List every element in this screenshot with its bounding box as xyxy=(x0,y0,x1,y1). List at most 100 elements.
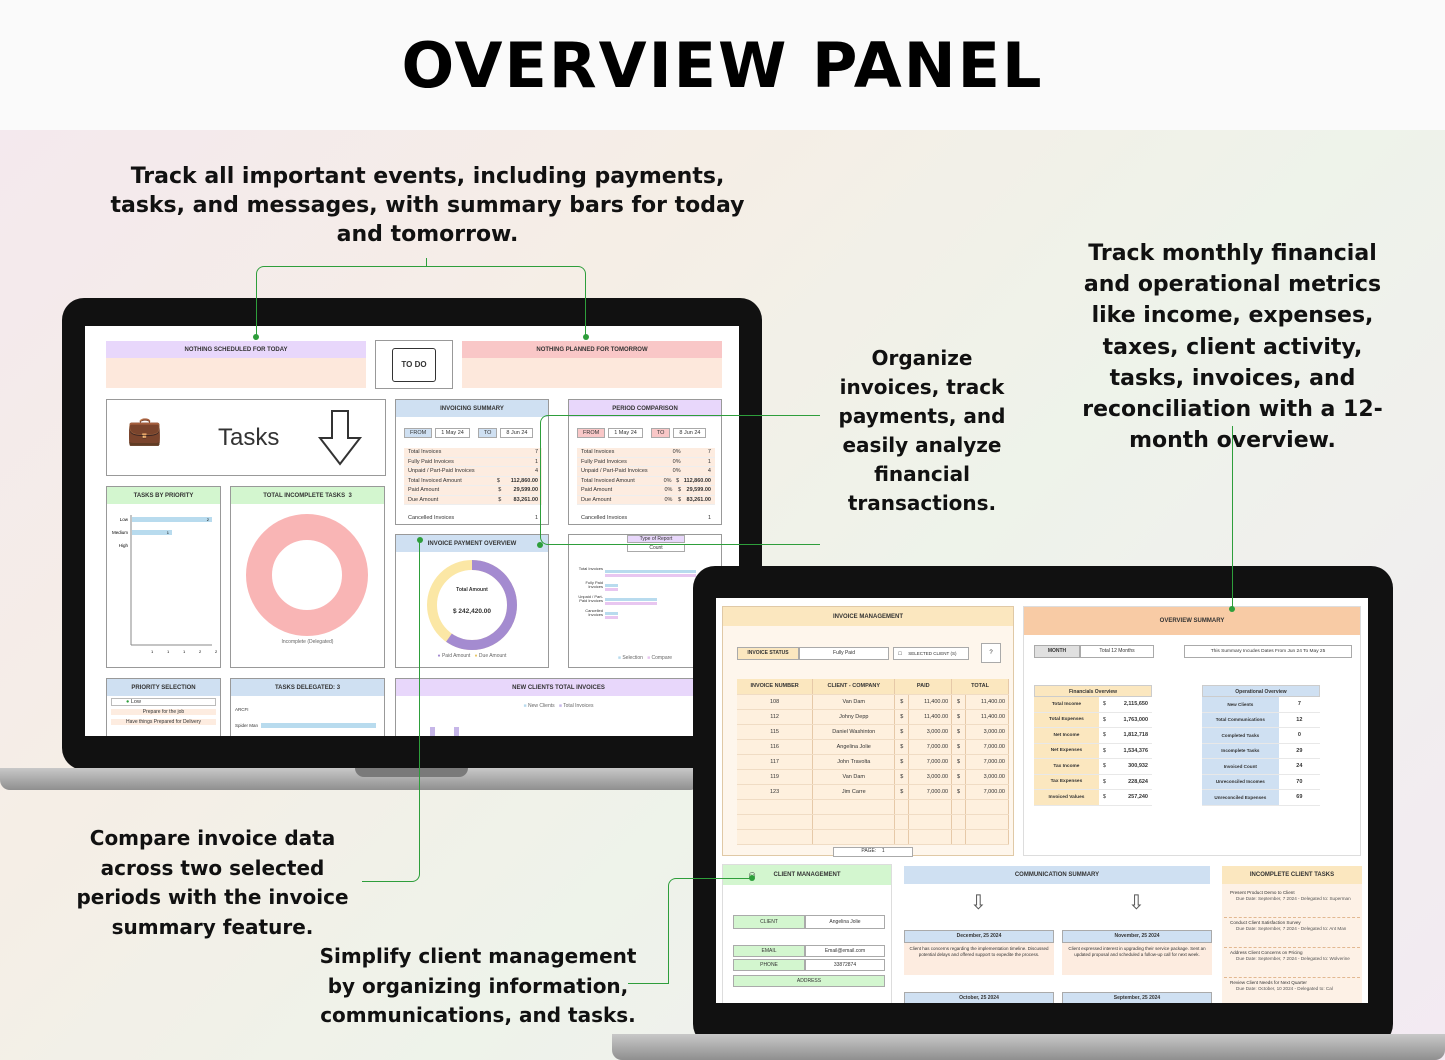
summary-row-label: Paid Amount xyxy=(581,487,613,493)
incomplete-client-tasks-panel: INCOMPLETE CLIENT TASKS Present Product … xyxy=(1222,866,1362,1003)
financial-currency: $ xyxy=(1102,778,1106,785)
tasks-header[interactable]: 💼 Tasks xyxy=(106,399,386,476)
delegated-label: Spider Man xyxy=(235,723,259,728)
date-from-input[interactable]: 1 May 24 xyxy=(435,428,470,438)
connector-dot xyxy=(1229,606,1235,612)
tomorrow-area xyxy=(462,358,722,388)
invoice-cell-empty xyxy=(908,799,953,815)
connector-invoices xyxy=(540,415,820,545)
summary-row-currency: $ xyxy=(676,477,680,484)
priority-value: 1 xyxy=(167,530,170,535)
arrow-down-icon: ⇩ xyxy=(970,892,987,914)
report-bar xyxy=(605,612,618,615)
period-from-label: FROM xyxy=(577,428,606,438)
invoicing-date-range: FROM 1 May 24 TO 8 Jun 24 xyxy=(404,428,534,438)
total-amount-value: $ 242,420.00 xyxy=(453,608,491,615)
financial-label: Total Expenses xyxy=(1034,712,1099,727)
invoice-cell-empty xyxy=(812,799,896,815)
task-title: Review Client Needs for Next Quarter xyxy=(1230,980,1307,985)
caption-events: Track all important events, including pa… xyxy=(110,164,745,248)
report-bar xyxy=(605,588,618,591)
financial-label: Net Expenses xyxy=(1034,743,1099,758)
invoice-cell-empty xyxy=(894,829,910,845)
task-title: Present Product Demo to Client xyxy=(1230,890,1295,895)
financial-value: 228,624 xyxy=(1128,778,1148,785)
invoice-paid: 7,000.00 xyxy=(908,739,953,755)
priority-selection-title: PRIORITY SELECTION xyxy=(107,679,220,696)
period-date-from-input[interactable]: 1 May 24 xyxy=(608,428,643,438)
caption-compare: Compare invoice data across two selected… xyxy=(76,826,349,939)
invoice-client: Johny Depp xyxy=(812,709,896,725)
priority-select[interactable]: ● Low xyxy=(111,698,216,706)
delegated-bar xyxy=(261,723,376,728)
page-value: 1 xyxy=(881,848,885,854)
period-date-to-input[interactable]: 8 Jun 24 xyxy=(673,428,707,438)
operational-label: Unreconciled Expenses xyxy=(1202,790,1279,805)
summary-row-value: 112,860.00 xyxy=(683,477,711,484)
summary-row-label: Unpaid / Part-Paid Invoices xyxy=(408,468,475,474)
nc-bar xyxy=(454,727,459,736)
selected-client-checkbox[interactable]: ☐ SELECTED CLIENT (S) xyxy=(893,647,969,660)
invoice-currency: $ xyxy=(894,784,910,800)
tasks-delegated-panel: TASKS DELEGATED: 3 ARCFI Spider Man xyxy=(230,678,385,736)
priority-select-value: Low xyxy=(130,699,141,705)
financial-value: 1,763,000 xyxy=(1123,716,1148,723)
financial-row: Total Expenses$1,763,000 xyxy=(1034,712,1152,728)
email-field[interactable]: Email@email.com xyxy=(805,945,885,957)
comm-card-text: Client has concerns regarding the implem… xyxy=(904,943,1054,975)
invoice-cell-empty xyxy=(951,799,967,815)
right-laptop-base xyxy=(612,1034,1445,1060)
priority-bar xyxy=(132,517,212,522)
report-bar-label: Unpaid / Part-Paid Invoices xyxy=(578,594,603,603)
invoice-cell-empty xyxy=(908,814,953,830)
comm-card: November, 25 2024 Client expressed inter… xyxy=(1062,930,1212,975)
todo-icon[interactable]: TO DO xyxy=(375,340,453,389)
client-select[interactable]: Angelina Jolie xyxy=(805,915,885,929)
month-select[interactable]: Total 12 Months xyxy=(1080,645,1154,658)
caption-clients: Simplify client management by organizing… xyxy=(319,944,637,1028)
date-to-input[interactable]: 8 Jun 24 xyxy=(500,428,534,438)
phone-field[interactable]: 33872874 xyxy=(805,959,885,971)
cancelled-label: Cancelled Invoices xyxy=(408,515,455,521)
financial-currency: $ xyxy=(1102,794,1106,801)
summary-row-label: Total Invoiced Amount xyxy=(408,477,462,484)
operational-title: Operational Overview xyxy=(1202,685,1320,697)
financial-currency: $ xyxy=(1102,763,1106,770)
incomplete-donut xyxy=(246,514,368,636)
summary-row-value: 83,261.00 xyxy=(686,496,711,503)
help-button[interactable]: ? xyxy=(981,643,1001,663)
tasks-by-priority-title: TASKS BY PRIORITY xyxy=(107,487,220,504)
legend-paid: Paid Amount xyxy=(441,653,471,659)
invoice-cell-empty xyxy=(737,829,814,845)
summary-row-value: 1 xyxy=(534,458,538,465)
summary-row-pct: 0% xyxy=(664,496,673,503)
nc-bar xyxy=(430,727,435,736)
communication-summary-panel: COMMUNICATION SUMMARY ⇩ ⇩ December, 25 2… xyxy=(902,864,1214,1003)
invoice-status-select[interactable]: Fully Paid xyxy=(799,647,889,660)
invoice-client: Angelina Jolie xyxy=(812,739,896,755)
report-type-select[interactable]: Count xyxy=(627,544,685,552)
invoice-row-empty xyxy=(737,799,1009,815)
financial-row: Tax Income$300,932 xyxy=(1034,759,1152,775)
summary-row-value: 29,599.00 xyxy=(686,487,711,493)
period-comparison-title: PERIOD COMPARISON xyxy=(569,400,721,417)
invoice-cell-empty xyxy=(951,829,967,845)
connector-dot xyxy=(253,334,259,340)
page-indicator[interactable]: PAGE: 1 xyxy=(833,847,913,857)
